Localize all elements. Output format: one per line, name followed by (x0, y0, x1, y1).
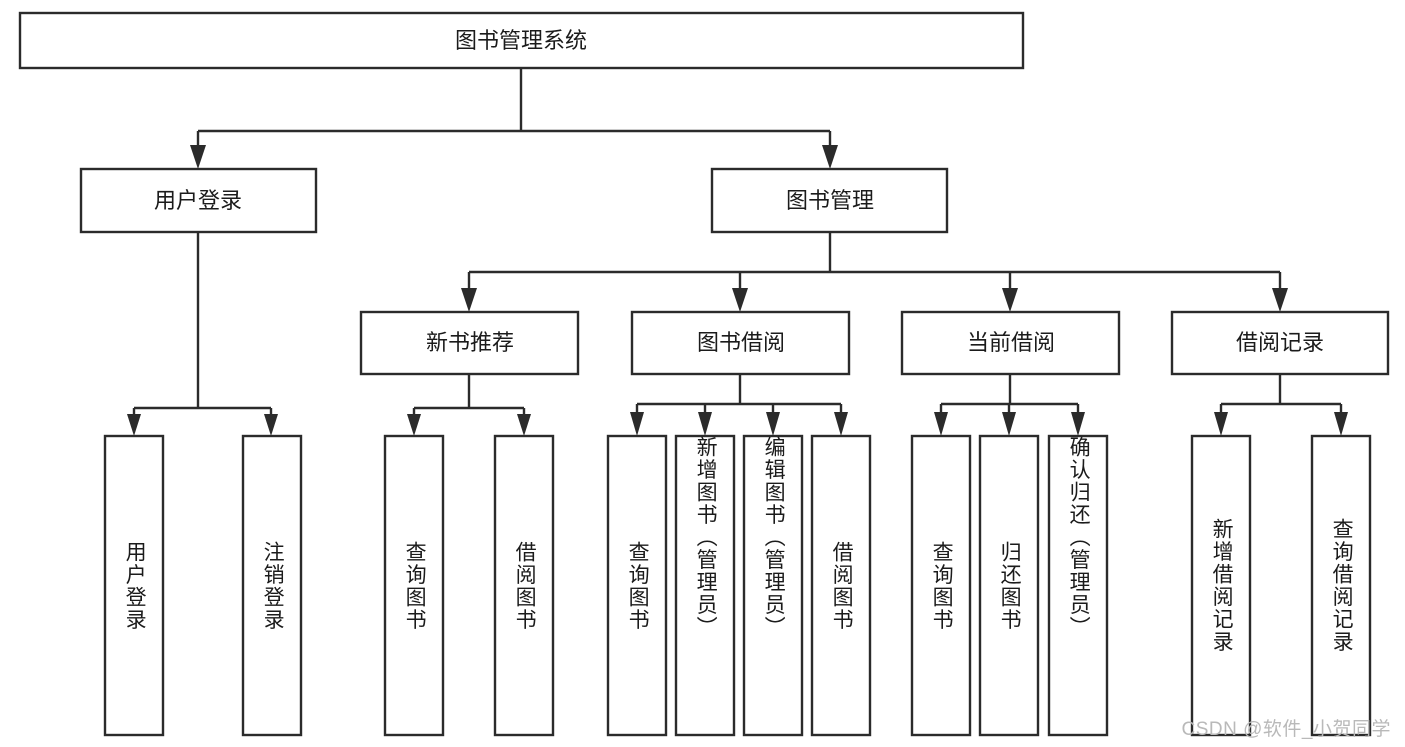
watermark-text: CSDN @软件_小贺同学 (1181, 719, 1391, 740)
node-current-borrow-box[interactable] (900, 310, 1121, 376)
leaf-box-logout-login[interactable] (241, 434, 303, 737)
leaf-box-query-borrow-record[interactable] (1310, 434, 1372, 737)
node-book-management-label: 图书管理 (786, 188, 874, 213)
arrowhead-leaf-confirm-return-admin (1071, 412, 1085, 436)
node-borrow-record[interactable]: 借阅记录 (1170, 310, 1390, 376)
arrowhead-user-login (190, 145, 206, 169)
arrowhead-leaf-borrow-book-2 (834, 412, 848, 436)
leaf-box-confirm-return-admin[interactable] (1047, 434, 1109, 737)
leaf-box-query-book-2[interactable] (606, 434, 668, 737)
arrowhead-new-book-recommend (461, 288, 477, 312)
leaf-box-user-login[interactable] (103, 434, 165, 737)
arrowhead-book-borrow (732, 288, 748, 312)
arrowhead-leaf-add-book-admin (698, 412, 712, 436)
arrowhead-borrow-record (1272, 288, 1288, 312)
leaf-box-add-borrow-record[interactable] (1190, 434, 1252, 737)
node-borrow-record-label: 借阅记录 (1236, 330, 1324, 355)
arrowhead-leaf-query-book-1 (407, 414, 421, 436)
node-new-book-recommend[interactable]: 新书推荐 (359, 310, 580, 376)
arrowhead-leaf-edit-book-admin (766, 412, 780, 436)
leaf-box-query-book-3[interactable] (910, 434, 972, 737)
leaf-box-edit-book-admin[interactable] (742, 434, 804, 737)
node-book-borrow-box[interactable] (630, 310, 851, 376)
arrowhead-leaf-query-borrow-record (1334, 412, 1348, 436)
leaf-box-borrow-book-1[interactable] (493, 434, 555, 737)
leaf-box-query-book-1[interactable] (383, 434, 445, 737)
arrowhead-leaf-query-book-3 (934, 412, 948, 436)
leaf-box-return-book[interactable] (978, 434, 1040, 737)
node-root[interactable]: 图书管理系统 (18, 11, 1025, 70)
arrowhead-leaf-add-borrow-record (1214, 412, 1228, 436)
node-current-borrow-label: 当前借阅 (967, 330, 1055, 355)
node-book-borrow[interactable]: 图书借阅 (630, 310, 851, 376)
arrowhead-leaf-borrow-book-1 (517, 414, 531, 436)
arrowhead-leaf-user-login (127, 414, 141, 436)
node-book-borrow-label: 图书借阅 (697, 330, 785, 355)
arrowhead-book-management (822, 145, 838, 169)
arrowhead-current-borrow (1002, 288, 1018, 312)
node-root-box[interactable] (18, 11, 1025, 70)
node-root-label: 图书管理系统 (455, 28, 587, 53)
arrowhead-leaf-logout-login (264, 414, 278, 436)
node-book-management-box[interactable] (710, 167, 949, 234)
node-user-login-label: 用户登录 (154, 188, 242, 213)
node-new-book-recommend-box[interactable] (359, 310, 580, 376)
arrowhead-leaf-query-book-2 (630, 412, 644, 436)
arrowhead-leaf-return-book (1002, 412, 1016, 436)
connector-group (127, 68, 1348, 436)
node-current-borrow[interactable]: 当前借阅 (900, 310, 1121, 376)
leaf-box-group (103, 434, 1372, 737)
node-book-management[interactable]: 图书管理 (710, 167, 949, 234)
leaf-box-add-book-admin[interactable] (674, 434, 736, 737)
node-borrow-record-box[interactable] (1170, 310, 1390, 376)
node-new-book-recommend-label: 新书推荐 (426, 330, 514, 355)
node-user-login-box[interactable] (79, 167, 318, 234)
node-user-login[interactable]: 用户登录 (79, 167, 318, 234)
leaf-box-borrow-book-2[interactable] (810, 434, 872, 737)
